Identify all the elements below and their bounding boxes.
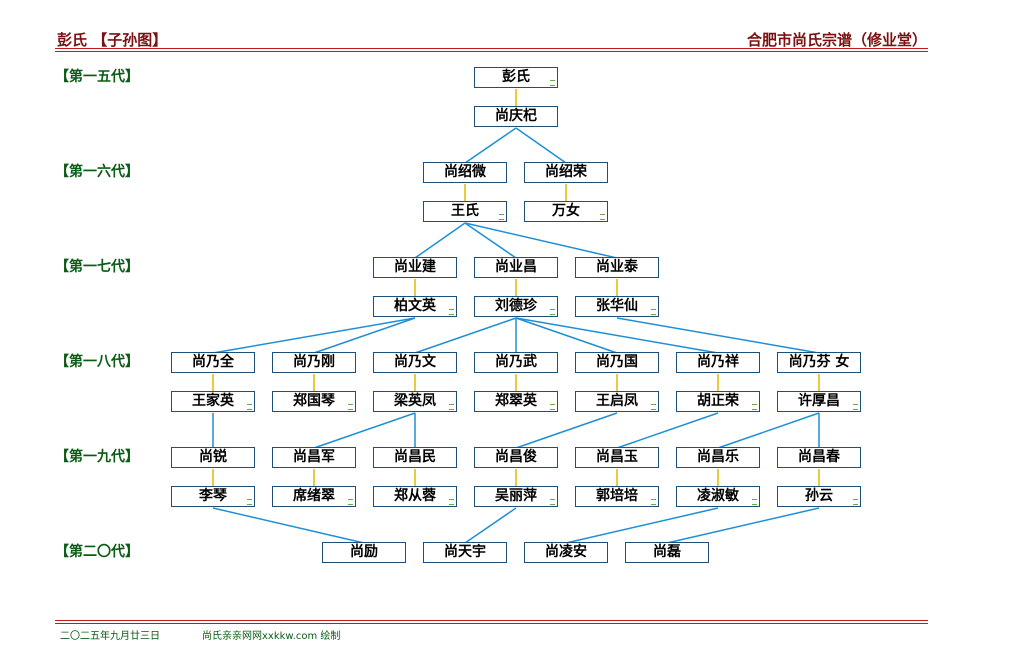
person-box-hu-zhengrong: 胡正荣 [676,391,760,412]
person-box-shang-shaorong: 尚绍荣 [524,162,608,183]
person-box-shang-changmin: 尚昌民 [373,447,457,468]
person-box-li-qin: 李琴 [171,486,255,507]
person-box-shang-naigang: 尚乃刚 [272,352,356,373]
generation-label-20: 【第二〇代】 [55,544,139,560]
person-box-zheng-guoqin: 郑国琴 [272,391,356,412]
descent-links [212,127,820,544]
genealogy-title: 合肥市尚氏宗谱（修业堂） [746,31,927,49]
person-box-liang-yingfeng: 梁英凤 [373,391,457,412]
person-box-shang-lingan: 尚凌安 [524,542,608,563]
person-box-pengshi: 彭氏 [474,67,558,88]
generation-label-17: 【第一七代】 [55,259,139,275]
person-box-zhang-huaxian: 张华仙 [575,296,659,317]
person-box-shang-li: 尚励 [322,542,406,563]
person-box-shang-shaowei: 尚绍微 [423,162,507,183]
person-box-shang-naixiang: 尚乃祥 [676,352,760,373]
generation-label-15: 【第一五代】 [55,69,139,85]
person-box-shang-lei: 尚磊 [625,542,709,563]
person-box-wang-qifeng: 王启凤 [575,391,659,412]
person-box-shang-changjun2: 尚昌俊 [474,447,558,468]
footer-credit: 尚氏亲亲网网xxkkw.com 绘制 [202,631,341,642]
person-box-shang-rui: 尚锐 [171,447,255,468]
person-box-xi-xucui: 席绪翠 [272,486,356,507]
person-box-liu-dezhen: 刘德珍 [474,296,558,317]
person-box-shang-naiguo: 尚乃国 [575,352,659,373]
footer-rule-bottom [55,623,928,624]
person-box-shang-changjun: 尚昌军 [272,447,356,468]
header-rule-bottom [55,51,928,52]
person-box-wangshi: 王氏 [423,201,507,222]
person-box-shang-yejian: 尚业建 [373,257,457,278]
person-box-shang-qingqi: 尚庆杞 [474,106,558,127]
chart-title: 彭氏 【子孙图】 [57,31,168,49]
person-box-ling-shumin: 凌淑敏 [676,486,760,507]
person-box-guo-peipei: 郭培培 [575,486,659,507]
person-box-wang-jiaying: 王家英 [171,391,255,412]
person-box-shang-changchun: 尚昌春 [777,447,861,468]
generation-label-16: 【第一六代】 [55,164,139,180]
person-box-shang-naiquan: 尚乃全 [171,352,255,373]
person-box-wannv: 万女 [524,201,608,222]
footer-rule-top [55,620,928,621]
person-box-shang-tianyu: 尚天宇 [423,542,507,563]
person-box-zheng-cuiying: 郑翠英 [474,391,558,412]
person-box-zheng-congrong: 郑从蓉 [373,486,457,507]
spouse-links [212,89,820,486]
person-box-shang-yetai: 尚业泰 [575,257,659,278]
footer-date: 二〇二五年九月廿三日 [60,631,160,642]
header-rule-top [55,48,928,49]
person-box-sun-yun: 孙云 [777,486,861,507]
person-box-shang-naiwu: 尚乃武 [474,352,558,373]
generation-label-19: 【第一九代】 [55,449,139,465]
generation-label-18: 【第一八代】 [55,354,139,370]
person-box-wu-liping: 吴丽萍 [474,486,558,507]
person-box-shang-changyu: 尚昌玉 [575,447,659,468]
person-box-shang-naiwen: 尚乃文 [373,352,457,373]
person-box-xu-houchang: 许厚昌 [777,391,861,412]
person-box-shang-changle: 尚昌乐 [676,447,760,468]
person-box-shang-naifen: 尚乃芬 女 [777,352,861,373]
person-box-bai-wenying: 柏文英 [373,296,457,317]
person-box-shang-yechang: 尚业昌 [474,257,558,278]
